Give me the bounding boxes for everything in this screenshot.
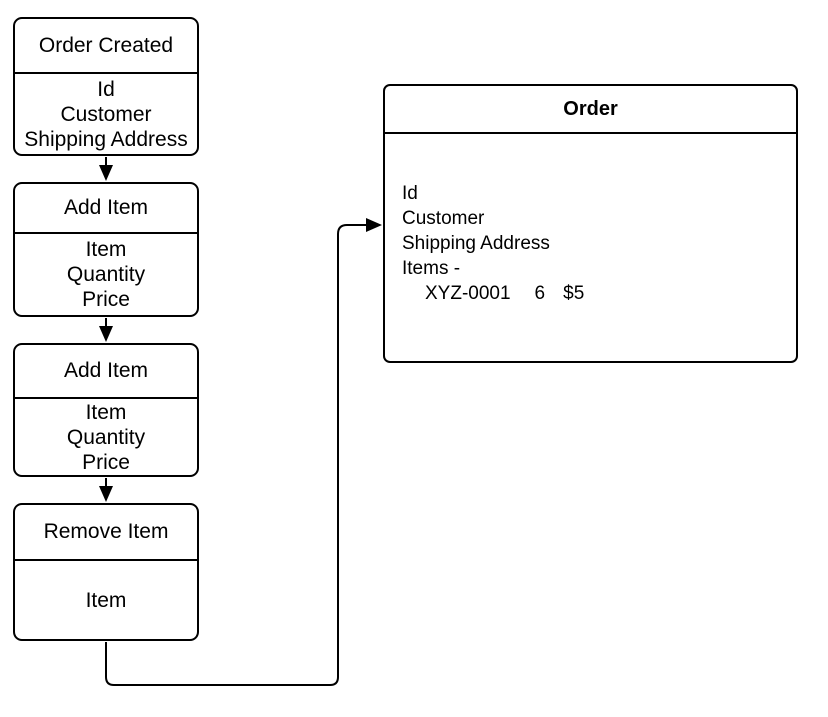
event-field: Shipping Address <box>24 127 188 151</box>
event-field: Price <box>82 450 130 474</box>
order-line-item-sku: XYZ-0001 <box>425 283 511 304</box>
order-field: Items - <box>402 258 461 279</box>
arrow-event3-to-event4 <box>99 478 113 502</box>
event-field: Item <box>85 400 127 424</box>
event-box-fields: Item Quantity Price <box>15 234 197 315</box>
order-line-item: XYZ-0001 6 $5 <box>402 281 786 306</box>
event-box-title: Add Item <box>15 345 197 399</box>
order-box-fields: Id Customer Shipping Address Items - XYZ… <box>385 134 796 306</box>
connector-events-to-order <box>105 218 382 686</box>
event-box-add-item-2: Add Item Item Quantity Price <box>13 343 199 477</box>
event-box-remove-item: Remove Item Item <box>13 503 199 641</box>
arrow-event1-to-event2 <box>99 157 113 181</box>
order-field: Shipping Address <box>402 233 550 254</box>
order-field: Customer <box>402 208 485 229</box>
event-field: Customer <box>60 102 152 126</box>
order-line-item-quantity: 6 <box>534 283 546 304</box>
arrow-event2-to-event3 <box>99 318 113 342</box>
event-box-title: Remove Item <box>15 505 197 561</box>
event-field: Price <box>82 288 130 311</box>
event-field: Id <box>97 77 115 101</box>
event-box-fields: Id Customer Shipping Address <box>15 74 197 154</box>
event-box-title: Order Created <box>15 19 197 74</box>
event-field: Quantity <box>66 425 146 449</box>
event-box-fields: Item <box>15 561 197 639</box>
event-field: Item <box>85 238 127 261</box>
event-box-title: Add Item <box>15 184 197 234</box>
event-box-add-item-1: Add Item Item Quantity Price <box>13 182 199 317</box>
order-box-title: Order <box>385 86 796 134</box>
order-field: Id <box>402 183 418 204</box>
event-box-fields: Item Quantity Price <box>15 399 197 475</box>
event-field: Quantity <box>66 263 146 286</box>
order-aggregate-box: Order Id Customer Shipping Address Items… <box>383 84 798 363</box>
event-field: Item <box>85 588 127 612</box>
event-box-order-created: Order Created Id Customer Shipping Addre… <box>13 17 199 156</box>
order-line-item-price: $5 <box>563 283 585 304</box>
